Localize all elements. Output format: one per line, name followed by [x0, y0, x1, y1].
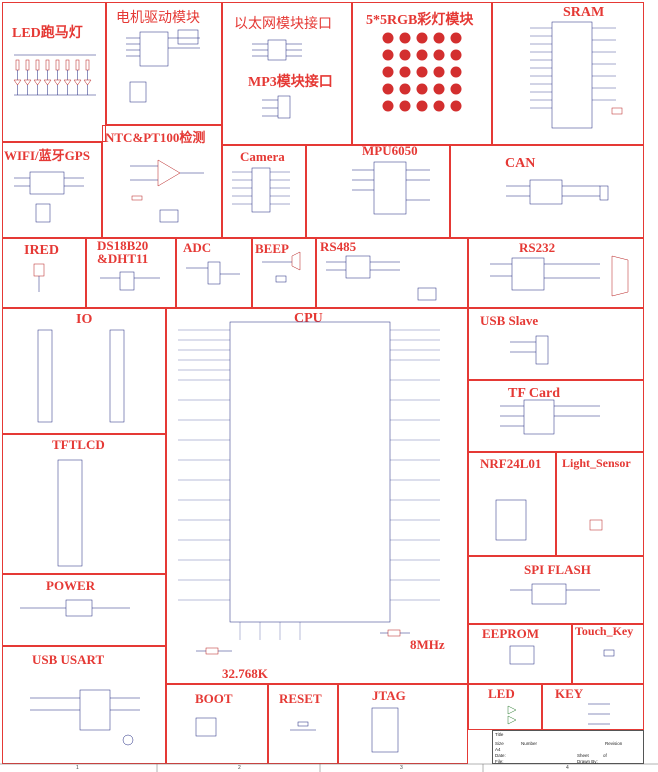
frame-led	[468, 684, 542, 730]
title-beep: BEEP	[255, 241, 289, 256]
title-touch-key: Touch_Key	[575, 624, 634, 638]
frame-power	[2, 574, 166, 646]
led-marquee-diagram	[13, 54, 96, 96]
frame-reset	[268, 684, 338, 764]
title-jtag: JTAG	[372, 688, 406, 703]
rgb-matrix-grid	[382, 32, 462, 112]
tb-sheet: Sheet	[577, 753, 589, 758]
title-key: KEY	[555, 686, 584, 701]
title-camera: Camera	[240, 149, 285, 164]
frame-led-marquee	[2, 2, 106, 142]
frame-nrf24l01	[468, 452, 556, 556]
frame-rs232	[468, 238, 644, 308]
tb-size: Size	[495, 741, 504, 746]
title-led: LED	[488, 686, 515, 701]
title-tf-card: TF Card	[508, 386, 560, 401]
frame-wifi-bt-gps	[2, 142, 102, 238]
title-usb-slave: USB Slave	[480, 313, 539, 328]
frame-usb-slave	[468, 308, 644, 380]
title-can: CAN	[505, 156, 536, 171]
title-rs485: RS485	[320, 239, 357, 254]
ruler-1: 1	[76, 765, 79, 771]
title-motor-driver: 电机驱动模块	[116, 11, 200, 26]
tb-drawn-by: Drawn By:	[577, 759, 598, 764]
frame-touch-key	[572, 624, 644, 684]
frame-adc	[176, 238, 252, 308]
title-crystal-8mhz: 8MHz	[410, 637, 445, 652]
tb-of: of	[603, 753, 607, 758]
frame-tf-card	[468, 380, 644, 452]
tb-revision: Revision	[605, 741, 623, 746]
title-boot: BOOT	[195, 691, 233, 706]
title-ds18b20: DS18B20 &DHT11	[97, 238, 149, 266]
frame-light-sensor	[556, 452, 644, 556]
title-ethernet: 以太网模块接口	[234, 17, 332, 32]
frame-sram	[492, 2, 644, 145]
title-io: IO	[76, 312, 93, 327]
title-reset: RESET	[279, 691, 322, 706]
title-usb-usart: USB USART	[32, 652, 105, 667]
title-tftlcd: TFTLCD	[52, 437, 105, 452]
title-crystal-32k: 32.768K	[222, 666, 268, 681]
frame-io	[2, 308, 166, 434]
title-rs232: RS232	[519, 240, 556, 255]
ruler-2: 2	[238, 765, 241, 771]
title-ired: IRED	[24, 243, 60, 258]
title-rgb-matrix: 5*5RGB彩灯模块	[366, 13, 474, 28]
title-sram: SRAM	[563, 5, 605, 20]
title-ntc: NTC&PT100检测	[105, 130, 206, 145]
title-eeprom: EEPROM	[482, 626, 540, 641]
frame-camera	[222, 145, 306, 238]
title-block: Title Size Number Revision A4 Date: File…	[492, 730, 644, 764]
frame-jtag	[338, 684, 468, 764]
frame-rs485	[316, 238, 468, 308]
frame-mpu6050	[306, 145, 450, 238]
tb-title: Title	[495, 732, 504, 737]
tb-number: Number	[521, 741, 538, 746]
tb-date: Date:	[495, 753, 506, 758]
frame-cpu	[166, 308, 468, 684]
frame-usb-usart	[2, 646, 166, 764]
ruler-4: 4	[566, 765, 569, 771]
frame-ntc	[102, 125, 222, 238]
tb-file: File:	[495, 759, 504, 764]
frame-rgb-matrix	[352, 2, 492, 145]
title-light-sensor: Light_Sensor	[562, 456, 631, 470]
title-led-marquee: LED跑马灯	[12, 26, 83, 41]
title-adc: ADC	[183, 240, 212, 255]
frame-key	[542, 684, 644, 730]
title-mpu6050: MPU6050	[362, 143, 418, 158]
frame-eeprom	[468, 624, 572, 684]
frame-boot	[166, 684, 268, 764]
title-power: POWER	[46, 578, 96, 593]
frame-tftlcd	[2, 434, 166, 574]
title-wifi-bt-gps: WIFI/蓝牙GPS	[4, 148, 90, 163]
title-spi-flash: SPI FLASH	[524, 562, 591, 577]
title-nrf24l01: NRF24L01	[480, 456, 542, 471]
frame-ethernet-mp3	[222, 2, 352, 145]
frame-beep	[252, 238, 316, 308]
frame-motor-driver	[106, 2, 222, 125]
frame-spi-flash	[468, 556, 644, 624]
frame-ired	[2, 238, 86, 308]
ruler-3: 3	[400, 765, 403, 771]
tb-sheet-size: A4	[495, 747, 501, 752]
frame-can	[450, 145, 644, 238]
frame-ds18b20	[86, 238, 176, 308]
title-mp3: MP3模块接口	[248, 75, 333, 90]
